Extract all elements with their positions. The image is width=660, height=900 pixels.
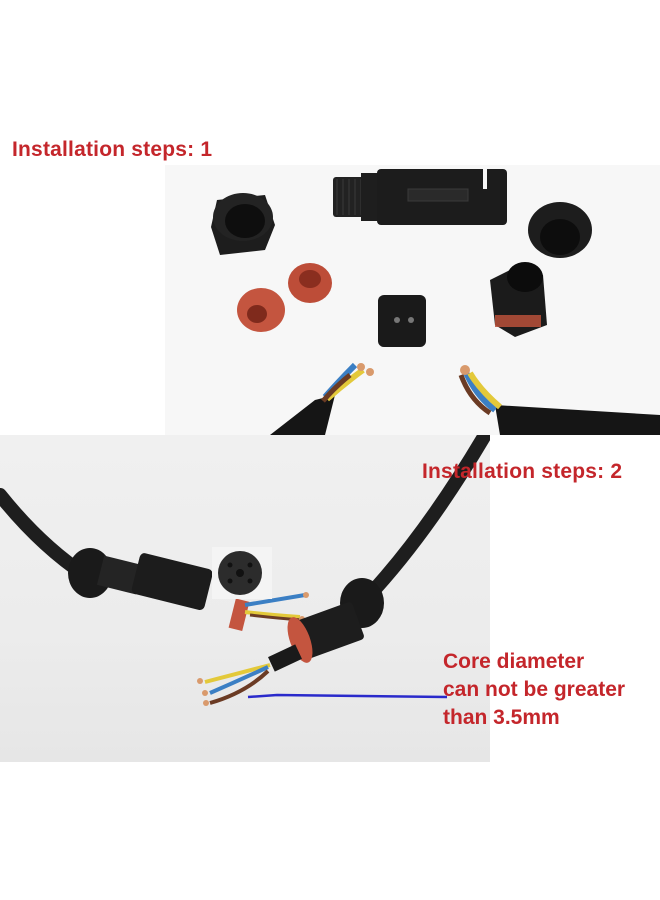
connector-half-left-icon	[68, 548, 309, 632]
cable-gland-icon	[490, 262, 547, 337]
note-line-3: than 3.5mm	[443, 706, 560, 729]
core-diameter-note: Core diameter can not be greater than 3.…	[443, 648, 625, 732]
lock-nut-right-icon	[528, 202, 592, 258]
terminal-block-icon	[378, 295, 426, 347]
note-line-1: Core diameter	[443, 650, 585, 673]
note-line-2: can not be greater	[443, 678, 626, 701]
connector-body-icon	[333, 169, 507, 225]
terminal-face-inset-icon	[212, 547, 272, 599]
step1-photo	[165, 165, 660, 435]
stripped-cable-right-icon	[458, 365, 660, 435]
step2-photo	[0, 435, 490, 762]
connector-assembly-illustration	[0, 435, 490, 706]
lock-nut-left-icon	[211, 193, 275, 255]
step1-caption: Installation steps: 1	[12, 138, 213, 161]
connector-half-right-icon	[197, 578, 384, 706]
stripped-cable-left-icon	[270, 362, 374, 435]
step2-caption: Installation steps: 2	[422, 460, 623, 483]
connector-parts-illustration	[211, 169, 660, 435]
rubber-seal-icon	[237, 263, 332, 332]
